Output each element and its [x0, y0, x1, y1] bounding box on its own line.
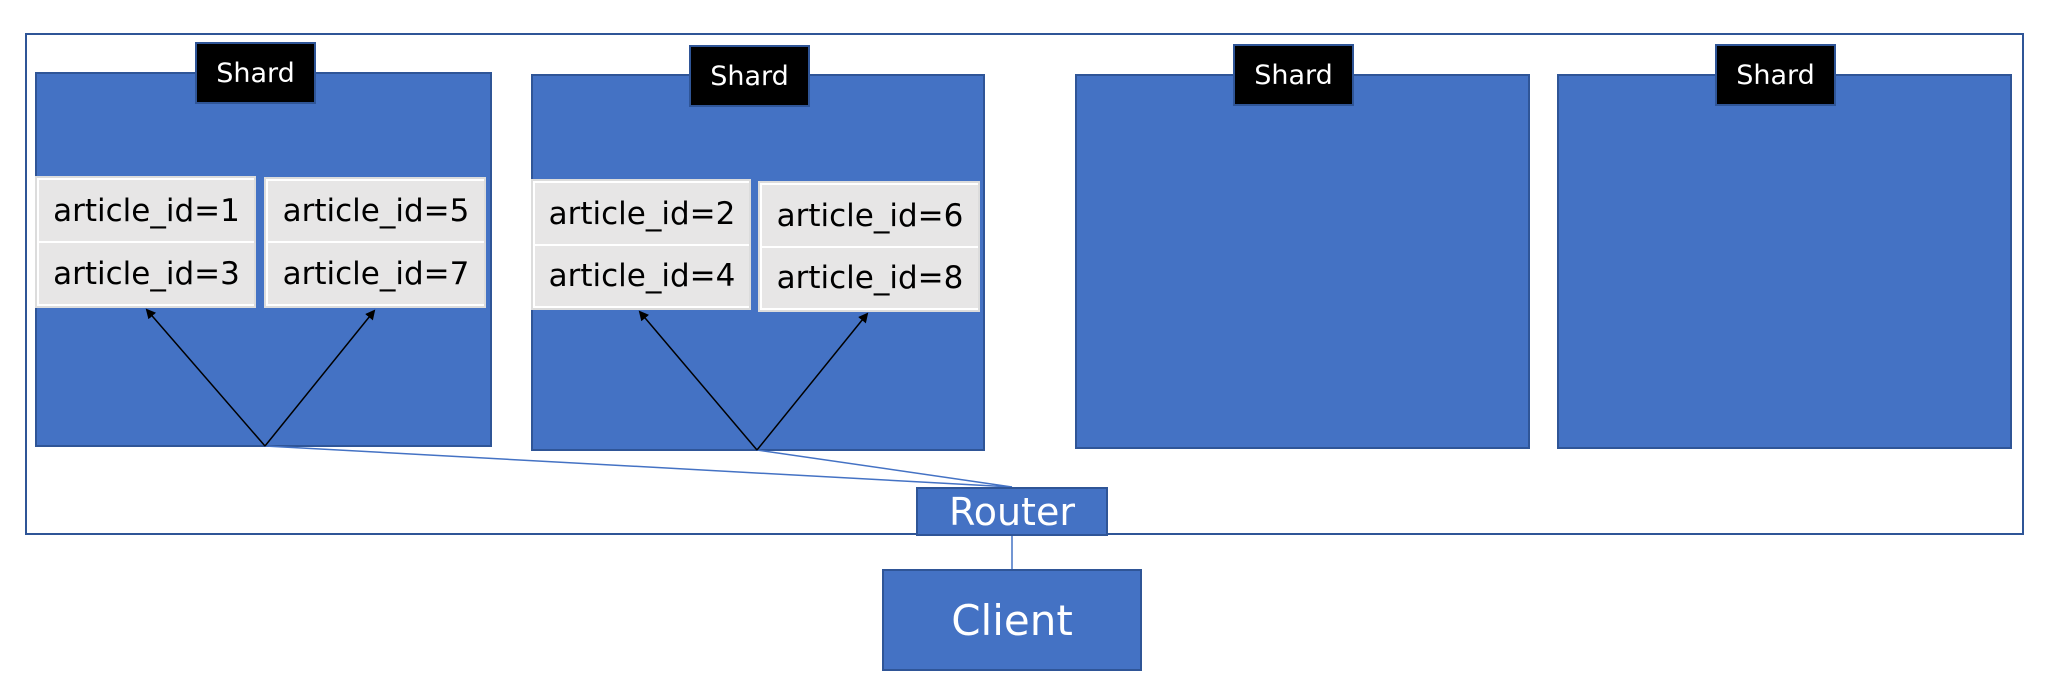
document-article: article_id=8: [762, 248, 978, 308]
client-node: Client: [882, 569, 1142, 671]
document-article: article_id=7: [268, 243, 484, 304]
shard-4-label: Shard: [1715, 44, 1836, 106]
shard-3: [1075, 74, 1530, 449]
document-article: article_id=6: [762, 185, 978, 246]
shard-3-label: Shard: [1233, 44, 1354, 106]
router-node: Router: [916, 487, 1108, 536]
shard-1-arrow-right: [264, 309, 376, 447]
router-to-shard-2-line: [756, 449, 1013, 488]
document-article: article_id=3: [39, 243, 254, 304]
shard-2-label: Shard: [689, 45, 810, 107]
shard-4: [1557, 74, 2012, 449]
router-to-shard-1-line: [264, 445, 1013, 488]
shard-2-arrow-left: [638, 310, 758, 451]
document-article: article_id=1: [39, 180, 254, 241]
document-article: article_id=5: [268, 181, 484, 241]
shard-1-document-group-2: article_id=5 article_id=7: [264, 177, 486, 308]
shard-1-label: Shard: [195, 42, 316, 104]
shard-1-document-group-1: article_id=1 article_id=3: [35, 176, 256, 308]
document-article: article_id=2: [535, 183, 749, 244]
shard-2-document-group-1: article_id=2 article_id=4: [531, 179, 751, 310]
shard-1-arrow-left: [145, 308, 266, 447]
shard-2-document-group-2: article_id=6 article_id=8: [758, 181, 980, 312]
document-article: article_id=4: [535, 246, 749, 306]
shard-2-arrow-right: [756, 312, 869, 451]
